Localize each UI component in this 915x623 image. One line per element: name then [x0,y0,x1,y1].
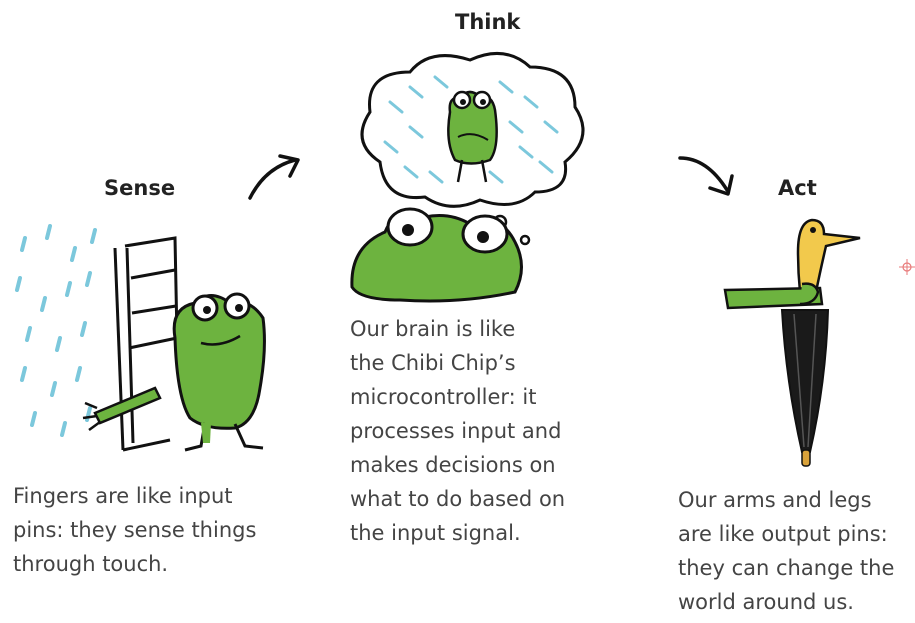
caption-line: Fingers are like input [13,484,233,508]
caption-line: the input signal. [350,521,521,545]
thought-bubble-illustration [350,51,585,303]
caption-line: makes decisions on [350,453,556,477]
curved-arrow-icon [248,154,300,200]
think-caption: Our brain is like the Chibi Chip’s micro… [350,312,565,550]
crosshair-icon [899,259,915,275]
frog-umbrella-illustration [723,218,861,467]
frog-at-door-illustration [15,224,266,452]
caption-line: what to do based on [350,487,566,511]
sense-heading: Sense [104,176,176,200]
caption-line: are like output pins: [678,522,888,546]
act-heading: Act [778,176,817,200]
caption-line: they can change the [678,556,895,580]
caption-line: microcontroller: it [350,385,537,409]
caption-line: Our brain is like [350,317,516,341]
caption-line: the Chibi Chip’s [350,351,516,375]
caption-line: processes input and [350,419,562,443]
caption-line: world around us. [678,590,854,614]
think-heading: Think [455,10,521,34]
curved-arrow-icon [678,156,734,196]
caption-line: through touch. [13,552,169,576]
sense-caption: Fingers are like input pins: they sense … [13,479,256,581]
act-caption: Our arms and legs are like output pins: … [678,483,894,619]
caption-line: Our arms and legs [678,488,872,512]
caption-line: pins: they sense things [13,518,257,542]
